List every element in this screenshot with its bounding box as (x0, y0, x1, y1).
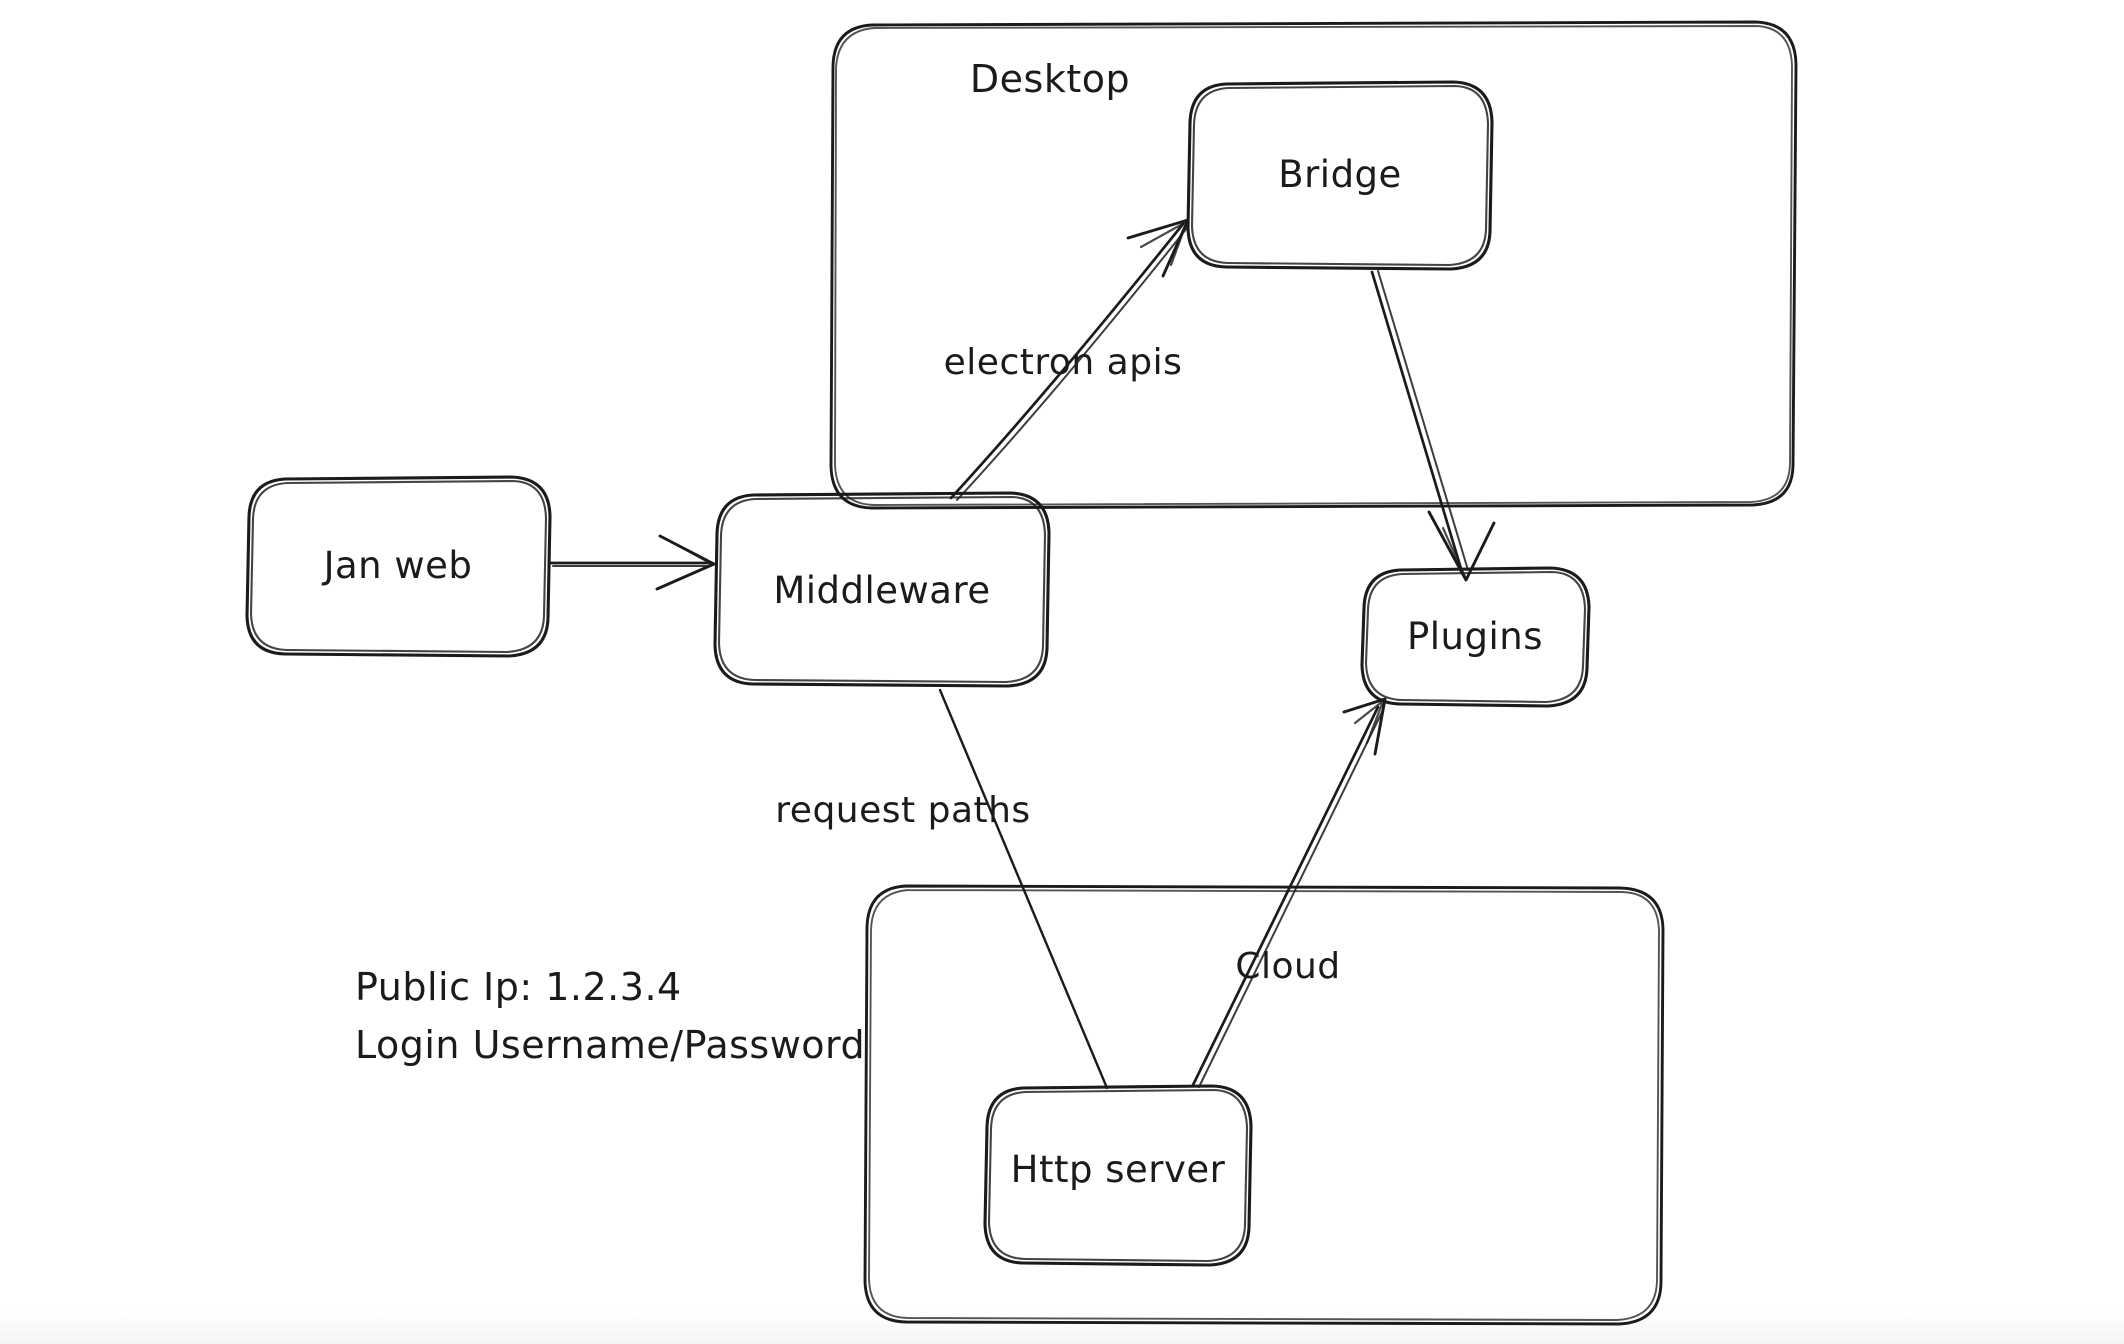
group-label-desktop: Desktop (970, 57, 1130, 101)
note-public-ip: Public Ip: 1.2.3.4 (355, 965, 682, 1009)
edge-label-request-paths: request paths (775, 790, 1030, 831)
node-bridge[interactable]: Bridge (1186, 80, 1494, 271)
node-jan-web[interactable]: Jan web (245, 475, 552, 658)
edge-middleware-to-http-server[interactable]: request paths (775, 688, 1109, 1090)
notes-block: Public Ip: 1.2.3.4 Login Username/Passwo… (355, 965, 865, 1067)
node-label-http-server: Http server (1011, 1148, 1226, 1191)
node-middleware[interactable]: Middleware (713, 491, 1051, 688)
node-label-bridge: Bridge (1278, 153, 1402, 196)
edge-label-cloud: Cloud (1235, 946, 1340, 987)
group-desktop[interactable]: Desktop (829, 20, 1798, 510)
edge-label-electron-apis: electron apis (944, 342, 1183, 383)
node-http-server[interactable]: Http server (983, 1084, 1253, 1267)
edge-http-server-to-plugins[interactable]: Cloud (1191, 697, 1387, 1088)
node-label-plugins: Plugins (1407, 615, 1543, 658)
edge-middleware-to-bridge[interactable]: electron apis (944, 218, 1190, 501)
edge-janweb-to-middleware[interactable] (549, 534, 716, 591)
node-label-middleware: Middleware (773, 569, 990, 612)
group-cloud-region[interactable] (863, 884, 1665, 1326)
note-login: Login Username/Password (355, 1023, 865, 1067)
node-label-jan-web: Jan web (322, 544, 473, 587)
edge-bridge-to-plugins[interactable] (1370, 270, 1496, 582)
node-plugins[interactable]: Plugins (1360, 566, 1591, 708)
